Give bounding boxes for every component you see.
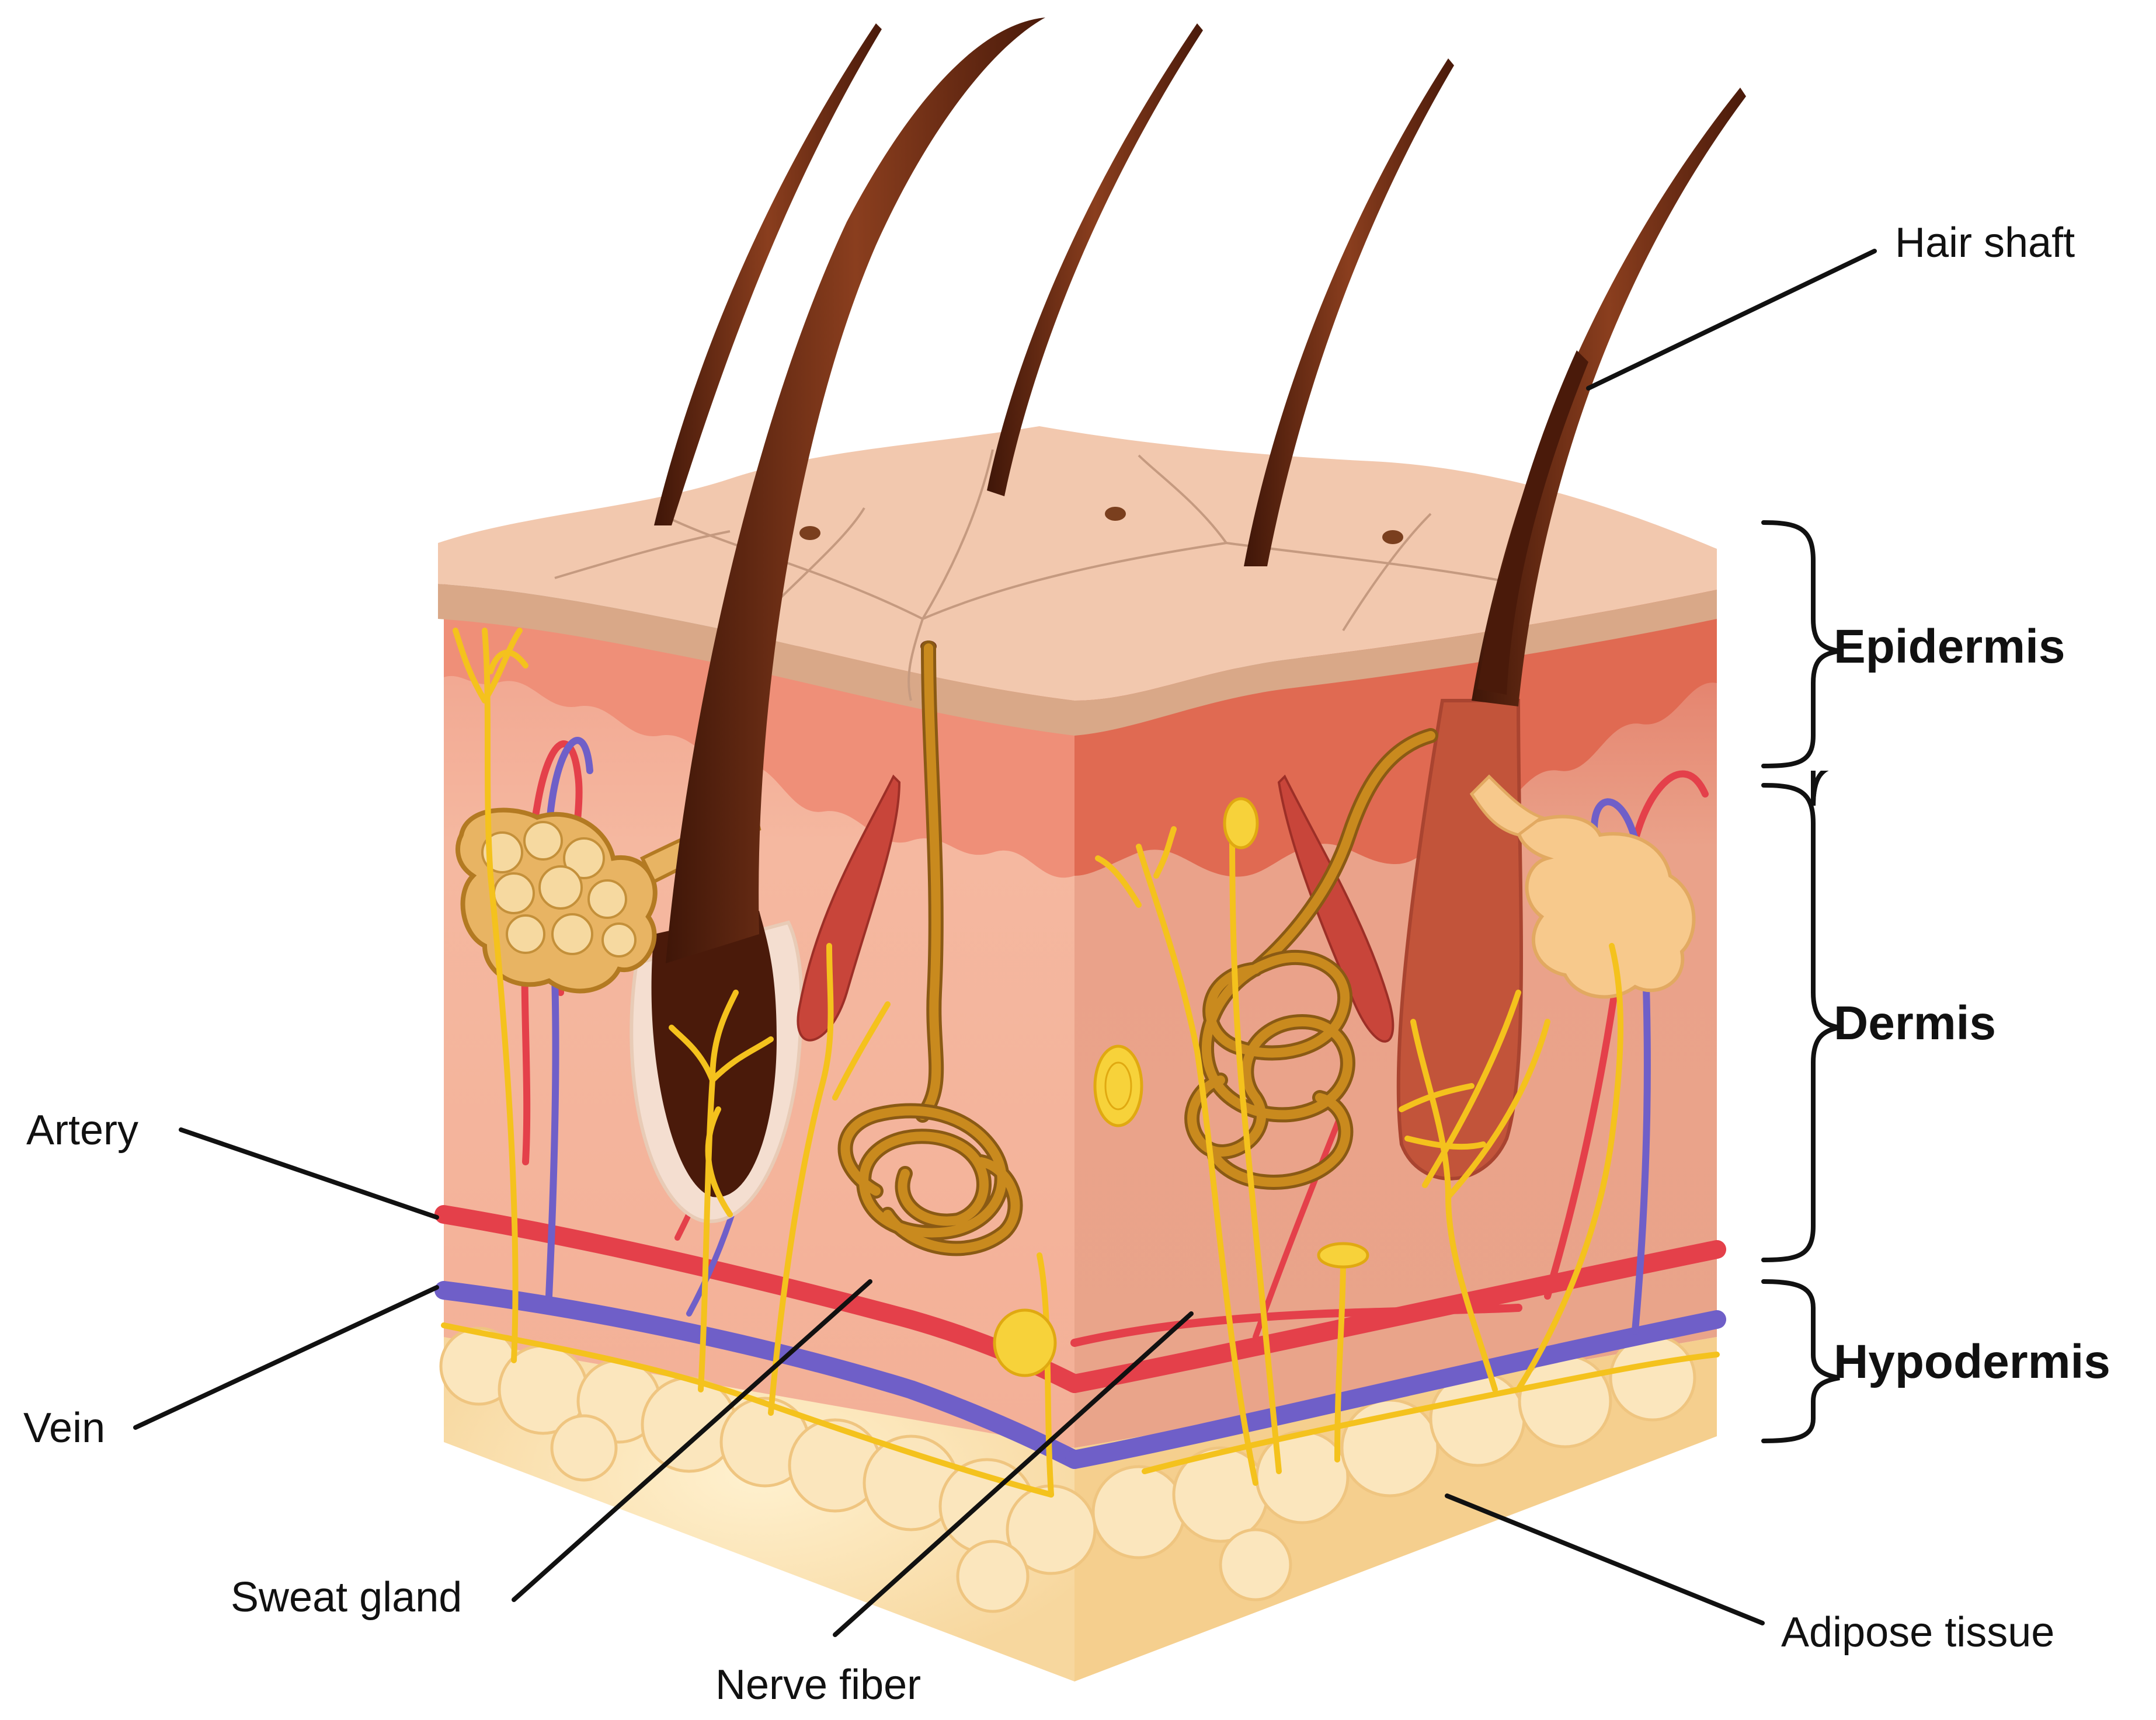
nerve-fiber-leader <box>833 1311 1194 1637</box>
sebaceous-gland-right <box>1469 774 1696 999</box>
hair-shaft-label: Hair shaft <box>1895 220 2075 266</box>
leader-lines <box>133 249 1877 1637</box>
hair-shaft-leader <box>1586 249 1877 391</box>
sweat-gland-side <box>1184 728 1438 1190</box>
epidermis-label: Epidermis <box>1834 620 2065 673</box>
skin-block <box>434 18 1746 1681</box>
corpuscles <box>993 797 1369 1377</box>
artery-leader <box>179 1127 439 1220</box>
dermis-brace <box>1761 783 1840 1262</box>
artery-label: Artery <box>26 1107 138 1154</box>
adipose-tissue-leader <box>1445 1493 1765 1625</box>
nerve-fibers <box>441 628 1720 1498</box>
epidermis-brace-clean <box>1761 520 1840 768</box>
dermis-label: Dermis <box>1834 997 1996 1050</box>
hair-shafts <box>654 18 1746 963</box>
hypodermis-brace <box>1761 1279 1840 1443</box>
layer-braces-clean <box>1761 783 1840 1443</box>
sweat-gland-front <box>837 640 1023 1256</box>
adipose-tissue-label: Adipose tissue <box>1781 1609 2054 1656</box>
nerve-fiber-label: Nerve fiber <box>715 1662 921 1708</box>
hypodermis-label: Hypodermis <box>1834 1335 2110 1388</box>
vein-leader <box>133 1285 439 1430</box>
sweat-gland-label: Sweat gland <box>231 1574 462 1621</box>
vein-label: Vein <box>23 1405 105 1451</box>
sweat-gland-leader <box>512 1279 872 1602</box>
skin-surface-edge <box>438 584 1717 736</box>
arrector-pili-muscles <box>797 774 1395 1043</box>
